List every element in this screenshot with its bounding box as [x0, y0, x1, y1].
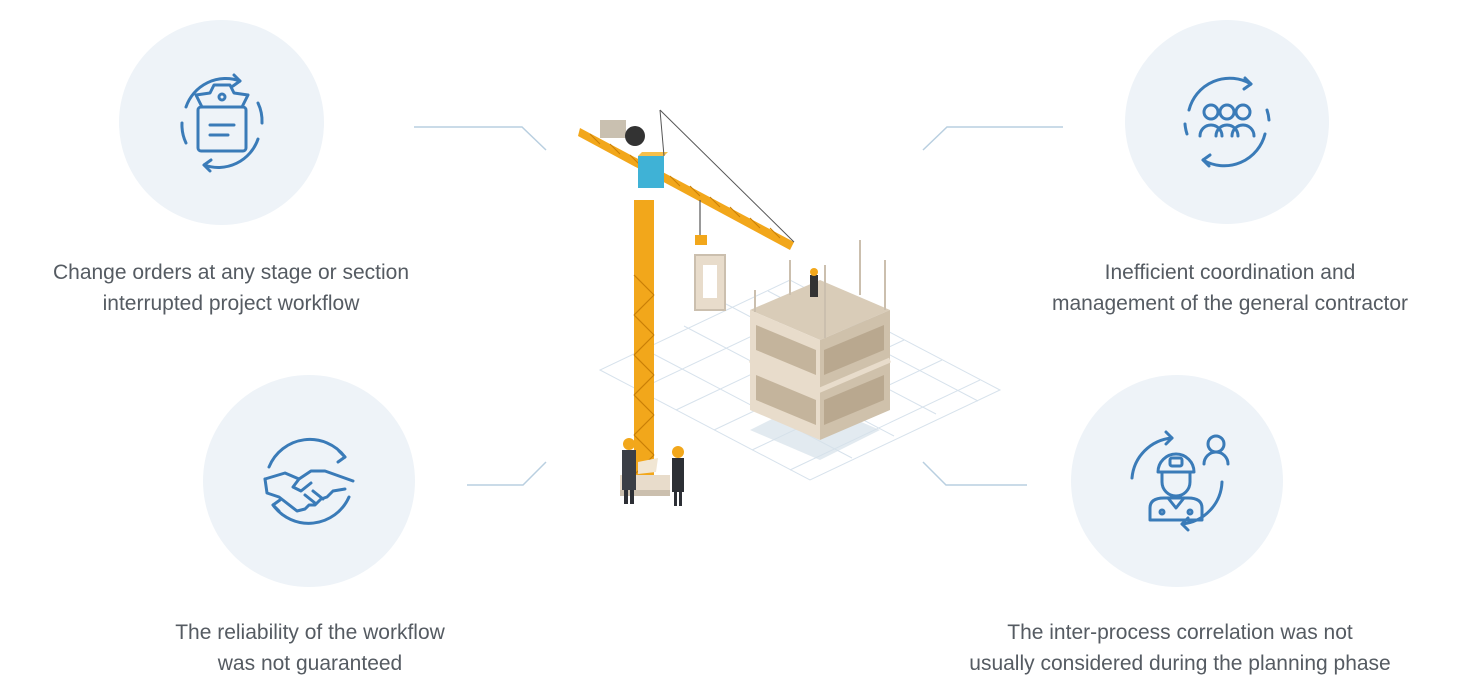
icon-circle-change-orders [119, 20, 324, 225]
caption-coordination-line1: Inefficient coordination and [1104, 261, 1356, 284]
icon-circle-reliability [203, 375, 415, 587]
handshake-cycle-icon [263, 437, 355, 525]
icon-circle-correlation [1071, 375, 1283, 587]
connector-top-left [414, 126, 547, 151]
worker-cycle-icon [1130, 430, 1230, 532]
construction-site-illustration [578, 109, 1002, 506]
building-frame [749, 240, 891, 440]
caption-reliability-line2: was not guaranteed [217, 652, 403, 675]
caption-change-orders-line2: interrupted project workflow [102, 292, 360, 315]
caption-correlation-line2: usually considered during the planning p… [969, 652, 1391, 675]
caption-change-orders-line1: Change orders at any stage or section [52, 261, 410, 284]
checklist-cycle-icon [179, 73, 264, 172]
tower-crane [578, 109, 795, 496]
caption-coordination-line2: management of the general contractor [1051, 292, 1409, 315]
engineers [622, 438, 684, 506]
icon-circle-coordination [1125, 20, 1329, 224]
connector-bottom-left [467, 461, 547, 486]
caption-reliability: The reliability of the workflow was not … [110, 617, 510, 679]
caption-reliability-line1: The reliability of the workflow [175, 621, 445, 644]
caption-coordination: Inefficient coordination and management … [1005, 257, 1455, 319]
caption-change-orders: Change orders at any stage or section in… [21, 257, 441, 319]
caption-correlation: The inter-process correlation was not us… [905, 617, 1455, 679]
team-cycle-icon [1183, 76, 1271, 168]
caption-correlation-line1: The inter-process correlation was not [1007, 621, 1353, 644]
